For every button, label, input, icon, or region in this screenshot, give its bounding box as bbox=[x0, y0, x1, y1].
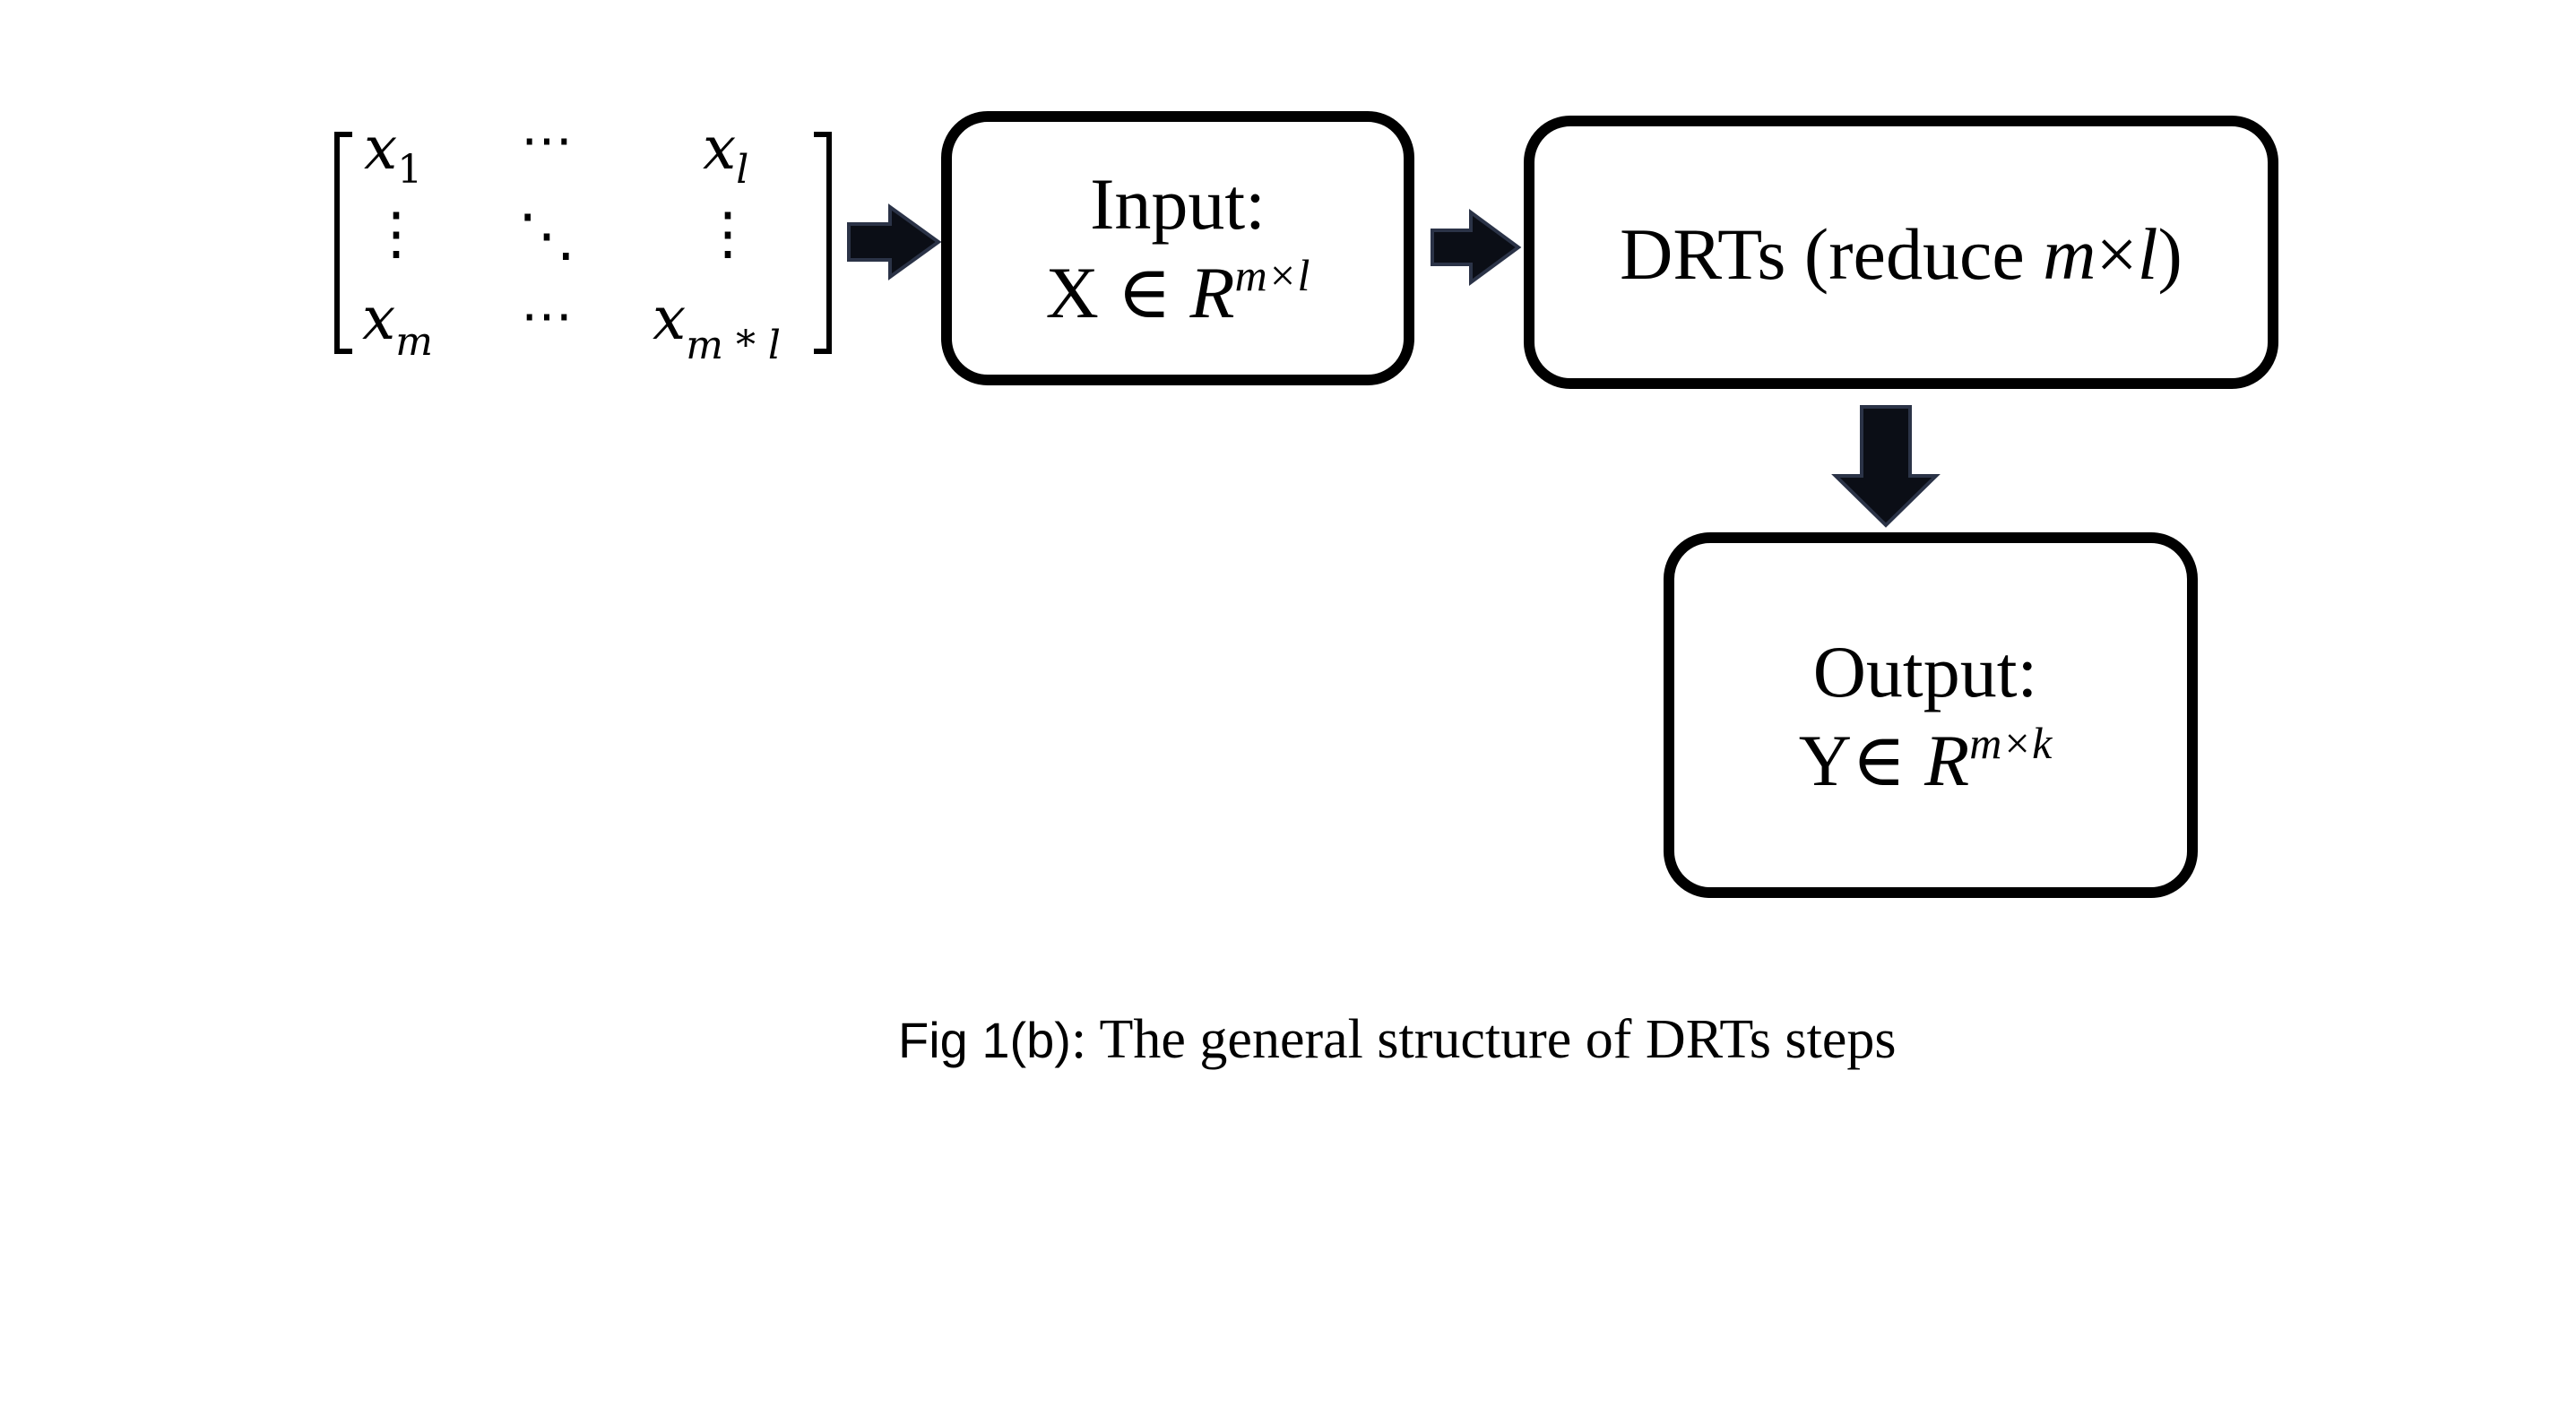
drts-box: DRTs (reduce m×l) bbox=[1524, 116, 2278, 389]
svg-text:X ∈ Rm×l: X ∈ Rm×l bbox=[1046, 250, 1310, 333]
matrix-right-bracket bbox=[814, 132, 832, 354]
input-formula-base: R bbox=[1189, 252, 1235, 333]
matrix-dots-horizontal-bottom: ⋯ bbox=[521, 287, 573, 345]
input-matrix: x1 ⋯ xl ⋮ ⋱ ⋮ xm ⋯ xm * l bbox=[334, 111, 832, 368]
svg-text:Y∈ Rm×k: Y∈ Rm×k bbox=[1799, 718, 2053, 801]
input-box: Input: X ∈ Rm×l bbox=[941, 111, 1414, 385]
output-box-title: Output: bbox=[1813, 631, 2038, 712]
svg-text:x1: x1 bbox=[364, 114, 422, 193]
svg-text:DRTs (reduce m×l): DRTs (reduce m×l) bbox=[1620, 213, 2183, 295]
matrix-entry-xm-subscript: m bbox=[395, 319, 433, 365]
drts-text-l: l bbox=[2138, 213, 2158, 295]
matrix-entry-x1: x bbox=[364, 114, 397, 183]
output-formula-prefix: Y∈ bbox=[1799, 720, 1924, 801]
svg-text:xm * l: xm * l bbox=[653, 284, 781, 368]
figure-caption: Fig 1(b): The general structure of DRTs … bbox=[898, 1009, 1897, 1070]
svg-text:xm: xm bbox=[362, 284, 433, 365]
matrix-entry-xml: x bbox=[653, 284, 686, 353]
arrow-input-to-drts bbox=[1431, 209, 1522, 286]
output-formula-superscript: m×k bbox=[1969, 718, 2053, 768]
drts-text-m: m bbox=[2043, 213, 2096, 295]
input-formula-superscript: m×l bbox=[1235, 250, 1310, 300]
matrix-dots-diagonal: ⋱ bbox=[518, 203, 575, 267]
matrix-entry-xl: x bbox=[703, 114, 736, 183]
matrix-left-bracket bbox=[334, 132, 352, 354]
arrow-matrix-to-input bbox=[847, 203, 942, 281]
drts-text-prefix: DRTs (reduce bbox=[1620, 213, 2043, 295]
matrix-entry-x1-subscript: 1 bbox=[397, 147, 422, 193]
matrix-dots-horizontal-top: ⋯ bbox=[521, 111, 573, 169]
svg-text:xl: xl bbox=[703, 114, 748, 193]
input-formula-prefix: X ∈ bbox=[1046, 252, 1190, 333]
matrix-entry-xm: x bbox=[362, 284, 395, 353]
input-box-title: Input: bbox=[1090, 163, 1266, 245]
matrix-dots-vertical-right: ⋮ bbox=[699, 202, 756, 265]
arrow-drts-to-output bbox=[1831, 405, 1941, 528]
output-box: Output: Y∈ Rm×k bbox=[1664, 532, 2198, 898]
matrix-entry-xml-subscript: m * l bbox=[686, 323, 781, 368]
drts-text-times: × bbox=[2096, 213, 2137, 295]
matrix-dots-vertical-left: ⋮ bbox=[367, 202, 425, 265]
figure-caption-text: : The general structure of DRTs steps bbox=[1071, 1009, 1897, 1070]
matrix-entry-xl-subscript: l bbox=[736, 147, 748, 193]
figure-caption-label: Fig 1(b) bbox=[898, 1012, 1071, 1068]
output-formula-base: R bbox=[1923, 720, 1969, 801]
drts-text-suffix: ) bbox=[2158, 213, 2183, 295]
